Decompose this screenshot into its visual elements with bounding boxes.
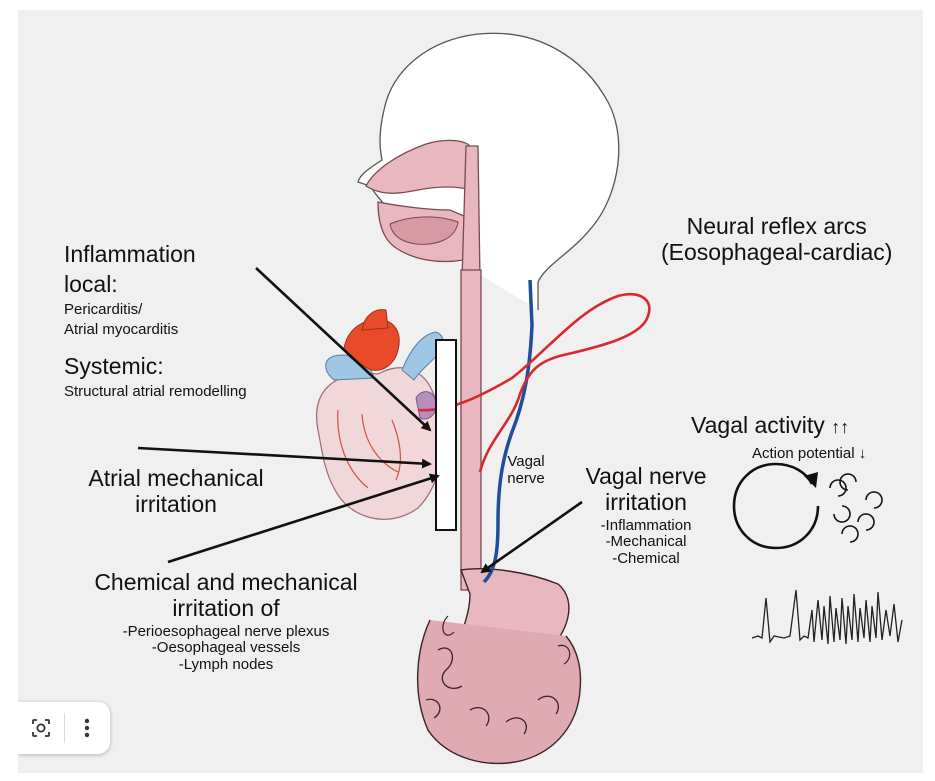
action-potential-text: Action potential xyxy=(752,445,855,462)
digestive-organs xyxy=(418,569,581,764)
neural-reflex-title-line2: (Eosophageal-cardiac) xyxy=(661,240,892,266)
vagal-nerve-line2: nerve xyxy=(502,471,550,488)
atrial-irritation-label: Atrial mechanical irritation xyxy=(66,466,286,518)
chemical-irritation-label: Chemical and mechanical irritation of -P… xyxy=(66,570,386,674)
more-options-button[interactable] xyxy=(64,702,110,754)
vagal-nerve-label: Vagal nerve xyxy=(502,454,550,488)
chemical-item-lymph: -Lymph nodes xyxy=(66,657,386,674)
lens-button[interactable] xyxy=(18,702,64,754)
vagal-irritation-item-chemical: -Chemical xyxy=(566,551,726,568)
more-vertical-icon xyxy=(84,717,90,739)
vagal-nerve-line1: Vagal xyxy=(502,454,550,471)
chemical-item-vessels: -Oesophageal vessels xyxy=(66,640,386,657)
vagal-activity-label: Vagal activity ↑↑ xyxy=(691,413,849,439)
up-arrows-icon: ↑↑ xyxy=(831,417,849,437)
diagram-canvas: Neural reflex arcs (Eosophageal-cardiac)… xyxy=(18,10,923,773)
systemic-title: Systemic: xyxy=(64,354,164,380)
systemic-item: Structural atrial remodelling xyxy=(64,384,247,401)
vagal-irritation-item-mechanical: -Mechanical xyxy=(566,534,726,551)
ecg-trace-icon xyxy=(752,590,902,644)
chemical-irritation-line1: Chemical and mechanical xyxy=(66,570,386,596)
vagal-irritation-label: Vagal nerve irritation -Inflammation -Me… xyxy=(566,464,726,568)
atrial-irritation-line1: Atrial mechanical xyxy=(66,466,286,492)
image-toolbar xyxy=(18,702,110,754)
local-title: local: xyxy=(64,272,118,298)
chemical-item-plexus: -Perioesophageal nerve plexus xyxy=(66,624,386,641)
neural-reflex-title-line1: Neural reflex arcs xyxy=(661,214,892,240)
atrial-irritation-line2: irritation xyxy=(66,492,286,518)
local-item-pericarditis: Pericarditis/ xyxy=(64,302,142,319)
vagal-irritation-item-inflammation: -Inflammation xyxy=(566,518,726,535)
local-item-myocarditis: Atrial myocarditis xyxy=(64,322,178,339)
chemical-irritation-line2: irritation of xyxy=(66,596,386,622)
vagal-nerve-line xyxy=(484,280,532,582)
action-potential-label: Action potential ↓ xyxy=(752,446,866,463)
vagal-irritation-line1: Vagal nerve xyxy=(566,464,726,490)
esophageal-segment-box xyxy=(436,340,456,530)
inflammation-title: Inflammation xyxy=(64,242,196,268)
neural-reflex-title: Neural reflex arcs (Eosophageal-cardiac) xyxy=(661,214,892,266)
vagal-irritation-line2: irritation xyxy=(566,490,726,516)
lens-icon xyxy=(30,717,52,739)
esophagus xyxy=(461,270,481,590)
down-arrow-icon: ↓ xyxy=(859,445,867,462)
vagal-activity-text: Vagal activity xyxy=(691,412,825,438)
single-loop-icon xyxy=(734,464,818,548)
micro-reentry-loops-icon xyxy=(830,474,882,542)
